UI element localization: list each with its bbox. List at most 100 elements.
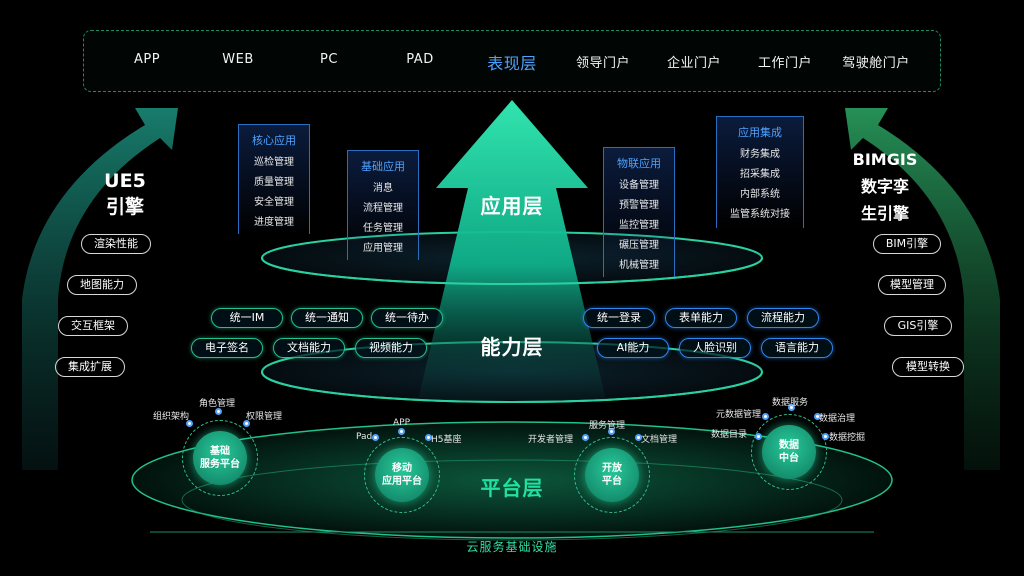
capability-chip[interactable]: 统一待办 <box>371 308 443 328</box>
capability-layer-label: 能力层 <box>480 335 544 359</box>
hub-line1: 移动 <box>392 463 412 474</box>
core-app-item[interactable]: 安全管理 <box>254 197 294 208</box>
hub-line1: 基础 <box>210 446 230 457</box>
hub-line1: 数据 <box>779 440 799 451</box>
iot-app-item[interactable]: 预警管理 <box>619 200 659 211</box>
hub-node-label: 权限管理 <box>246 412 283 422</box>
cloud-infrastructure-label: 云服务基础设施 <box>466 540 558 554</box>
platform-base-disc <box>131 421 893 539</box>
top-item-cockpit-portal[interactable]: 驾驶舱门户 <box>842 56 910 71</box>
core-app-title: 核心应用 <box>252 134 296 147</box>
hub-node-label: 数据挖掘 <box>829 433 866 443</box>
capability-chip[interactable]: 文档能力 <box>273 338 345 358</box>
core-app-box: 核心应用 巡检管理 质量管理 安全管理 进度管理 <box>238 124 310 234</box>
integration-app-item[interactable]: 监管系统对接 <box>730 209 790 220</box>
presentation-layer-label: 表现层 <box>487 54 537 73</box>
right-engine-title: BIMGIS 数字孪 生引擎 <box>845 146 925 227</box>
app-layer-label: 应用层 <box>480 194 544 218</box>
right-engine-title-line3: 生引擎 <box>860 204 909 223</box>
capability-chip[interactable]: 语言能力 <box>761 338 833 358</box>
hub-node-label: 服务管理 <box>589 421 626 431</box>
node-dot <box>372 434 379 441</box>
capability-chip[interactable]: AI能力 <box>597 338 669 358</box>
hub-node-label: 角色管理 <box>199 399 236 409</box>
node-dot <box>398 428 405 435</box>
left-engine-item[interactable]: 交互框架 <box>58 316 128 336</box>
core-app-item[interactable]: 进度管理 <box>254 217 294 228</box>
iot-app-box: 物联应用 设备管理 预警管理 监控管理 碾压管理 机械管理 <box>603 147 675 277</box>
hub-node-label: 元数据管理 <box>716 410 762 420</box>
basic-app-item[interactable]: 流程管理 <box>363 203 403 214</box>
capability-chip[interactable]: 统一登录 <box>583 308 655 328</box>
top-item-app[interactable]: APP <box>133 52 161 67</box>
node-dot <box>814 413 821 420</box>
integration-app-item[interactable]: 财务集成 <box>740 149 780 160</box>
hub-node-label: Pad <box>356 432 373 442</box>
left-engine-item[interactable]: 集成扩展 <box>55 357 125 377</box>
hub-ring <box>182 420 258 496</box>
capability-chip[interactable]: 电子签名 <box>191 338 263 358</box>
top-item-leader-portal[interactable]: 领导门户 <box>575 56 631 71</box>
node-dot <box>186 420 193 427</box>
node-dot <box>215 408 222 415</box>
hub-line2: 中台 <box>779 453 799 464</box>
core-app-item[interactable]: 质量管理 <box>254 177 294 188</box>
top-item-pc[interactable]: PC <box>320 52 338 67</box>
right-engine-item[interactable]: BIM引擎 <box>873 234 941 254</box>
left-side-arrow <box>22 108 178 470</box>
hub-node-label: H5基座 <box>431 435 462 445</box>
integration-app-item[interactable]: 招采集成 <box>740 169 780 180</box>
top-item-enterprise-portal[interactable]: 企业门户 <box>666 56 722 71</box>
basic-app-box: 基础应用 消息 流程管理 任务管理 应用管理 <box>347 150 419 260</box>
node-dot <box>608 428 615 435</box>
iot-app-title: 物联应用 <box>617 157 661 170</box>
central-arrow <box>418 100 606 400</box>
capability-chip[interactable]: 视频能力 <box>355 338 427 358</box>
left-engine-title-line2: 引擎 <box>105 196 144 218</box>
right-engine-item[interactable]: 模型管理 <box>878 275 946 295</box>
hub-node-label: 数据服务 <box>772 398 809 408</box>
hub-ring <box>364 437 440 513</box>
right-side-arrow <box>845 108 1000 470</box>
open-platform-hub[interactable]: 开放 平台 <box>585 448 639 502</box>
platform-layer-label: 平台层 <box>480 476 544 500</box>
iot-app-item[interactable]: 机械管理 <box>619 260 659 271</box>
capability-chip[interactable]: 表单能力 <box>665 308 737 328</box>
iot-app-item[interactable]: 碾压管理 <box>619 240 659 251</box>
right-engine-title-line2: 数字孪 <box>860 177 909 196</box>
right-engine-item[interactable]: GIS引擎 <box>884 316 952 336</box>
left-engine-title-line1: UE5 <box>104 170 146 192</box>
basic-app-item[interactable]: 任务管理 <box>363 223 403 234</box>
node-dot <box>762 413 769 420</box>
right-engine-item[interactable]: 模型转换 <box>892 357 964 377</box>
mobile-app-platform-hub[interactable]: 移动 应用平台 <box>375 448 429 502</box>
integration-app-item[interactable]: 内部系统 <box>740 189 780 200</box>
basic-app-item[interactable]: 消息 <box>373 183 393 194</box>
basic-app-title: 基础应用 <box>361 160 405 173</box>
hub-node-label: 数据治理 <box>819 414 856 424</box>
top-item-pad[interactable]: PAD <box>406 52 434 67</box>
basic-service-platform-hub[interactable]: 基础 服务平台 <box>193 431 247 485</box>
hub-ring <box>574 437 650 513</box>
node-dot <box>425 434 432 441</box>
iot-app-item[interactable]: 监控管理 <box>619 220 659 231</box>
capability-chip[interactable]: 统一IM <box>211 308 283 328</box>
data-platform-hub[interactable]: 数据 中台 <box>762 425 816 479</box>
iot-app-item[interactable]: 设备管理 <box>619 180 659 191</box>
capability-chip[interactable]: 人脸识别 <box>679 338 751 358</box>
integration-app-title: 应用集成 <box>738 126 782 139</box>
left-engine-item[interactable]: 渲染性能 <box>81 234 151 254</box>
node-dot <box>788 404 795 411</box>
left-engine-item[interactable]: 地图能力 <box>67 275 137 295</box>
basic-app-item[interactable]: 应用管理 <box>363 243 403 254</box>
top-item-work-portal[interactable]: 工作门户 <box>757 56 813 71</box>
node-dot <box>243 420 250 427</box>
top-item-web[interactable]: WEB <box>222 52 254 67</box>
hub-node-label: APP <box>393 418 411 428</box>
capability-chip[interactable]: 流程能力 <box>747 308 819 328</box>
node-dot <box>582 434 589 441</box>
hub-line2: 平台 <box>602 476 622 487</box>
hub-line2: 应用平台 <box>382 476 422 487</box>
capability-chip[interactable]: 统一通知 <box>291 308 363 328</box>
core-app-item[interactable]: 巡检管理 <box>254 157 294 168</box>
